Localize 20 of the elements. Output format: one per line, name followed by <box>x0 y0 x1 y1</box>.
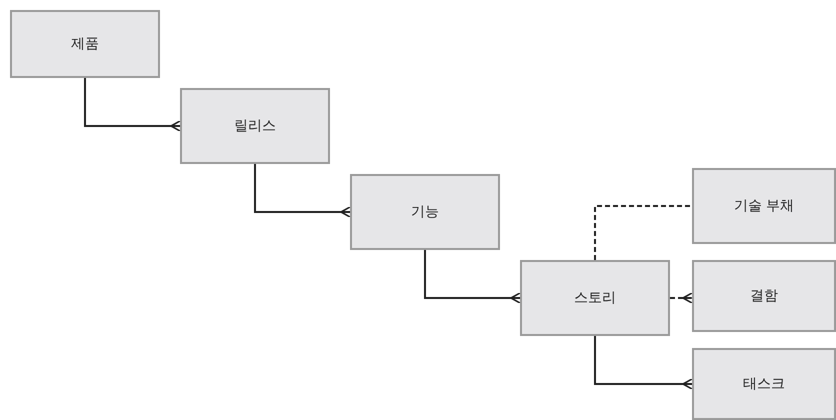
entity-box <box>692 168 836 244</box>
connector-line <box>424 250 521 304</box>
entity-label: 스토리 <box>574 289 616 307</box>
connector-line <box>670 292 693 304</box>
entity-box <box>692 260 836 332</box>
entity-label: 기능 <box>411 203 439 221</box>
entity-label: 제품 <box>71 35 99 53</box>
entity-label: 릴리스 <box>234 117 276 135</box>
connector-line <box>594 336 693 390</box>
entity-label: 결함 <box>750 287 778 305</box>
entity-box <box>692 348 836 420</box>
entity-box <box>180 88 330 164</box>
entity-box <box>520 260 670 336</box>
entity-box <box>350 174 500 250</box>
entity-label: 기술 부채 <box>734 197 794 215</box>
connector-line <box>594 205 692 260</box>
entity-label: 태스크 <box>743 375 785 393</box>
connector-line <box>84 78 181 132</box>
entity-box <box>10 10 160 78</box>
connector-line <box>254 164 351 218</box>
